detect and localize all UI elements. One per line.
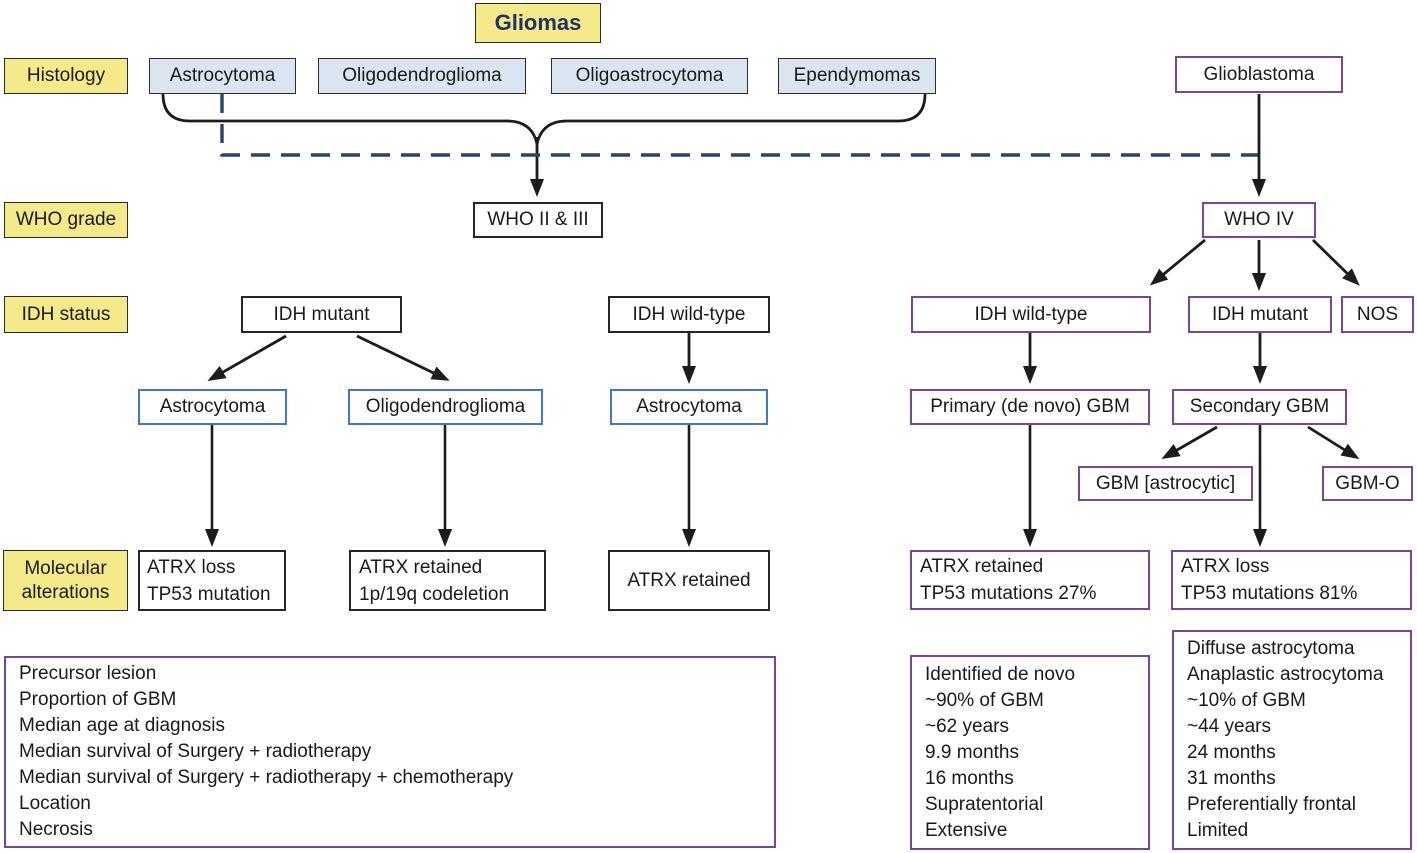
- node-gbm-o: GBM-O: [1322, 466, 1413, 501]
- row-label-who-grade: WHO grade: [4, 202, 128, 238]
- node-gbm-astrocytic: GBM [astrocytic]: [1078, 466, 1253, 501]
- text-line: ~62 years: [925, 715, 1009, 737]
- node-oligodendroglioma: Oligodendroglioma: [318, 58, 526, 94]
- row-label-molecular-line1: Molecular: [24, 557, 107, 579]
- arrow-idhmut-to-oligodendroglioma: [356, 334, 450, 381]
- row-label-molecular-alterations: Molecular alterations: [3, 550, 128, 611]
- row-label-histology: Histology: [4, 58, 128, 94]
- text-line: 1p/19q codeletion: [359, 583, 510, 605]
- text-line: Precursor lesion: [19, 663, 157, 684]
- node-primary-gbm: Primary (de novo) GBM: [910, 389, 1150, 425]
- node-idh-mutant-right: IDH mutant: [1188, 296, 1332, 333]
- text-line: ATRX loss: [147, 556, 236, 578]
- text-line: Median survival of Surgery + radiotherap…: [19, 741, 372, 762]
- dashed-astrocytoma-glioblastoma-link: [220, 94, 1259, 157]
- brace-left: [161, 93, 539, 145]
- arrow-who4-to-idh-wildtype: [1149, 238, 1206, 286]
- node-nos: NOS: [1341, 296, 1414, 333]
- node-who-2-3: WHO II & III: [473, 202, 603, 238]
- text-line: ~90% of GBM: [925, 689, 1044, 711]
- arrow-who4-to-nos: [1312, 238, 1360, 286]
- molecular-astro-wildtype: ATRX retained: [608, 550, 770, 611]
- node-who-4: WHO IV: [1202, 202, 1316, 238]
- node-ependymomas: Ependymomas: [778, 58, 936, 94]
- text-line: 24 months: [1187, 742, 1276, 763]
- arrow-secondary-to-gbm-o: [1307, 425, 1360, 460]
- text-line: Extensive: [925, 819, 1008, 841]
- node-glioblastoma: Glioblastoma: [1175, 56, 1343, 93]
- node-astrocytoma: Astrocytoma: [149, 58, 296, 94]
- molecular-oligo-mutant: ATRX retained 1p/19q codeletion: [349, 550, 546, 611]
- text-line: Diffuse astrocytoma: [1187, 638, 1355, 659]
- arrow-secondary-to-gbm-astrocytic: [1161, 425, 1218, 459]
- text-line: Preferentially frontal: [1187, 794, 1356, 815]
- node-idh-wildtype-left: IDH wild-type: [608, 296, 770, 333]
- text-line: ATRX retained: [920, 556, 1044, 577]
- brace-right: [535, 93, 927, 145]
- text-line: Supratentorial: [925, 793, 1044, 815]
- text-line: ATRX loss: [1181, 556, 1270, 577]
- text-line: Identified de novo: [925, 663, 1076, 685]
- text-line: TP53 mutation: [147, 583, 271, 605]
- row-label-molecular-line2: alterations: [21, 581, 110, 603]
- text-line: ATRX retained: [359, 556, 483, 578]
- text-line: Necrosis: [19, 819, 93, 840]
- text-line: 16 months: [925, 767, 1014, 789]
- node-idh-wildtype-right: IDH wild-type: [911, 296, 1151, 333]
- text-line: 31 months: [1187, 768, 1276, 789]
- node-oligoastrocytoma: Oligoastrocytoma: [551, 58, 748, 94]
- text-line: ~10% of GBM: [1187, 690, 1306, 711]
- text-line: Limited: [1187, 820, 1249, 841]
- text-line: ~44 years: [1187, 716, 1271, 737]
- text-line: TP53 mutations 27%: [920, 583, 1097, 604]
- node-idh-mutant-left: IDH mutant: [241, 296, 402, 333]
- title-gliomas: Gliomas: [475, 3, 601, 43]
- node-astrocytoma-idh-mutant: Astrocytoma: [138, 389, 287, 425]
- node-oligodendroglioma-idh-mutant: Oligodendroglioma: [348, 389, 543, 425]
- characteristics-primary-gbm-box: Identified de novo ~90% of GBM ~62 years 9.…: [910, 655, 1150, 850]
- text-line: Location: [19, 793, 91, 814]
- text-line: 9.9 months: [925, 741, 1019, 763]
- text-line: Proportion of GBM: [19, 689, 177, 710]
- node-secondary-gbm: Secondary GBM: [1172, 389, 1347, 425]
- text-line: Median survival of Surgery + radiotherap…: [19, 767, 514, 788]
- text-line: Anaplastic astrocytoma: [1187, 664, 1384, 685]
- node-astrocytoma-idh-wildtype: Astrocytoma: [610, 389, 768, 425]
- text-line: Median age at diagnosis: [19, 715, 225, 736]
- row-label-idh-status: IDH status: [4, 296, 128, 333]
- text-line: TP53 mutations 81%: [1181, 583, 1358, 604]
- arrow-idhmut-to-astrocytoma: [207, 334, 287, 381]
